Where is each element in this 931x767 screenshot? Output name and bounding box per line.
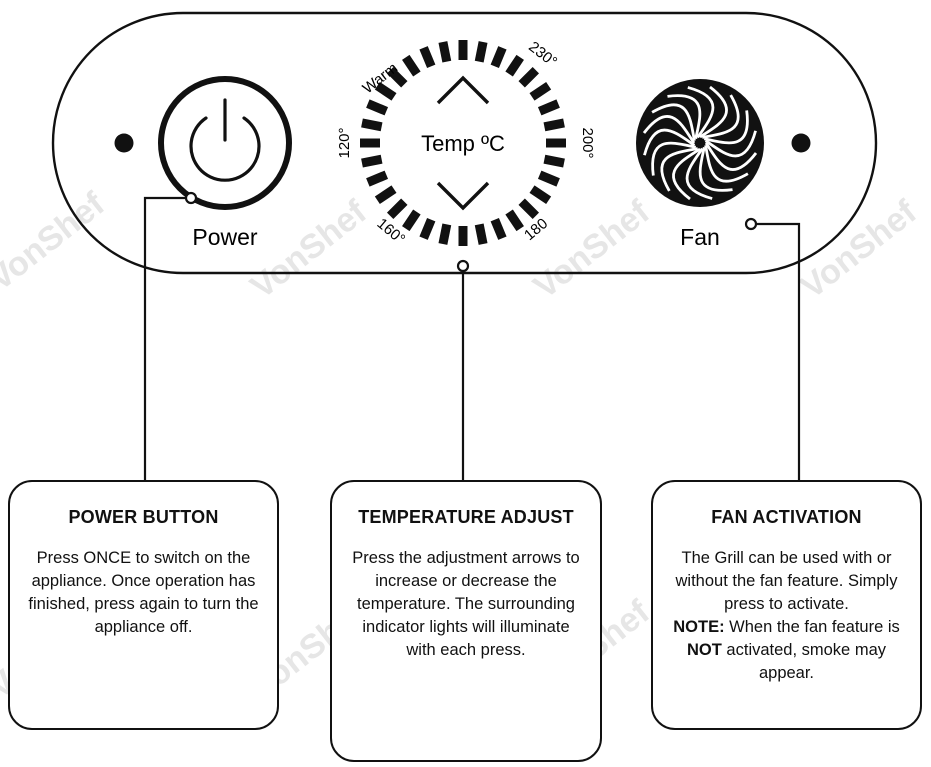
indicator-light	[438, 223, 452, 245]
temp-leader-dot	[456, 259, 470, 273]
dial-mark-200: 200°	[579, 127, 596, 158]
card-body: The Grill can be used with or without th…	[653, 547, 920, 685]
indicator-light	[374, 82, 397, 101]
indicator-light	[458, 40, 468, 60]
fan-activation-card: FAN ACTIVATION The Grill can be used wit…	[651, 480, 922, 730]
indicator-light	[505, 209, 524, 232]
card-title: POWER BUTTON	[68, 507, 219, 527]
card-title: FAN ACTIVATION	[711, 507, 862, 527]
fan-blade	[704, 145, 749, 183]
fan-blade	[651, 141, 697, 176]
note-emphasis: NOT	[687, 641, 722, 659]
indicator-light	[474, 223, 488, 245]
dial-mark-180: 180	[521, 215, 551, 244]
fan-blade	[643, 128, 696, 156]
indicator-light	[474, 41, 488, 63]
indicator-light	[402, 54, 421, 77]
power-button[interactable]	[158, 76, 292, 210]
indicator-light	[537, 99, 560, 116]
temperature-adjust-card: TEMPERATURE ADJUST Press the adjustment …	[330, 480, 602, 762]
power-button-card: POWER BUTTON Press ONCE to switch on the…	[8, 480, 279, 730]
fan-blade	[667, 94, 702, 140]
indicator-light	[458, 226, 468, 246]
dial-mark-160: 160°	[374, 215, 409, 248]
indicator-light	[402, 209, 421, 232]
fan-leader-line	[756, 222, 801, 480]
leader-lines	[143, 196, 801, 480]
indicator-light	[419, 46, 436, 69]
fan-leader-dot	[744, 217, 758, 231]
note-text: When the fan feature is	[724, 618, 900, 636]
temp-label: Temp ºC	[421, 131, 505, 156]
fan-blade	[642, 115, 696, 144]
indicator-light	[543, 154, 565, 168]
card-body: Press ONCE to switch on the appliance. O…	[28, 549, 259, 636]
fan-blade	[687, 86, 715, 139]
fan-label: Fan	[680, 224, 720, 250]
indicator-light	[505, 54, 524, 77]
panel-outline	[51, 11, 878, 275]
indicator-light	[360, 138, 380, 148]
note-text: activated, smoke may appear.	[721, 641, 886, 682]
fan-blade	[702, 94, 740, 139]
power-icon	[189, 116, 261, 182]
card-body-text: The Grill can be used with or without th…	[675, 549, 898, 613]
note-label: NOTE:	[673, 618, 725, 636]
panel-screw-right	[791, 133, 811, 153]
indicator-light	[529, 185, 552, 204]
power-label: Power	[192, 224, 258, 250]
power-leader-dot	[184, 191, 198, 205]
temp-down-arrow-icon[interactable]	[436, 181, 490, 211]
temperature-dial: Temp ºC Warm 230° 200° 180 160° 120°	[336, 38, 596, 248]
indicator-light	[490, 46, 507, 69]
watermark: VonShef	[527, 193, 658, 307]
fan-blade	[672, 147, 701, 201]
indicator-light	[490, 217, 507, 240]
fan-button[interactable]	[636, 79, 764, 207]
indicator-light	[546, 138, 566, 148]
dial-mark-230: 230°	[525, 38, 560, 71]
fan-blade	[651, 103, 696, 141]
indicator-light	[366, 170, 389, 187]
indicator-light	[543, 118, 565, 132]
panel-screw-left	[114, 133, 134, 153]
card-title: TEMPERATURE ADJUST	[358, 507, 574, 527]
indicator-light	[386, 66, 408, 88]
watermark: VonShef	[0, 185, 112, 299]
indicator-light	[374, 185, 397, 204]
temp-up-arrow-icon[interactable]	[436, 75, 490, 105]
fan-blade	[704, 142, 758, 171]
fan-blade	[699, 85, 728, 139]
fan-blade	[703, 110, 749, 145]
watermark: VonShef	[244, 193, 375, 307]
fan-blade	[698, 146, 733, 192]
indicator-light	[518, 66, 540, 88]
indicator-light	[361, 118, 383, 132]
fan-blade	[704, 130, 757, 158]
fan-blade	[660, 147, 698, 192]
card-body: Press the adjustment arrows to increase …	[352, 549, 580, 659]
fan-hub	[695, 138, 705, 148]
indicator-light	[438, 41, 452, 63]
indicator-light	[537, 170, 560, 187]
dial-mark-120: 120°	[336, 127, 353, 158]
power-leader-line	[143, 196, 186, 480]
indicator-light	[361, 154, 383, 168]
indicator-light	[419, 217, 436, 240]
indicator-light	[529, 82, 552, 101]
indicator-light	[518, 198, 540, 220]
indicator-light	[386, 198, 408, 220]
indicator-light	[366, 99, 389, 116]
fan-blade	[685, 147, 713, 200]
